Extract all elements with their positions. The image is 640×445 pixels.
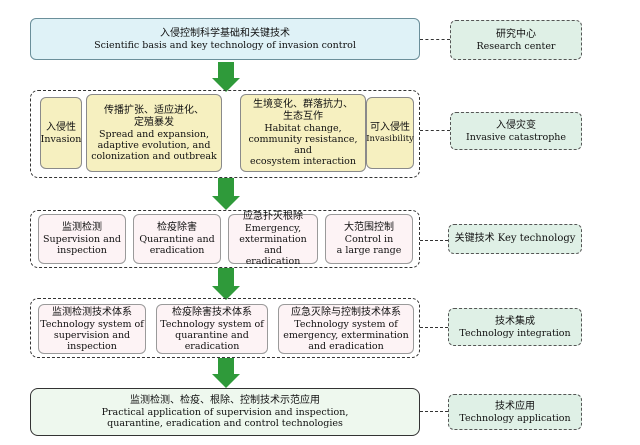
arrow-down-1 [212,62,240,92]
arrow-down-4 [212,358,240,388]
connector-keytech [420,240,448,241]
application-en-1: Practical application of supervision and… [101,407,349,418]
invasion-en: Invasion [40,133,82,145]
top-title-en: Scientific basis and key technology of i… [94,39,356,51]
side-catastrophe-zh: 入侵灾变 [496,119,536,131]
keytech-2-en-2: eradication [149,245,205,256]
keytech-1-en-2: inspection [57,245,107,256]
invasion-box: 入侵性 Invasion [40,97,82,169]
keytech-3-zh: 应急扑灭根除 [243,211,303,222]
integration-3-en-3: and eradication [308,340,384,352]
keytech-3-en-1: Emergency, [244,223,302,234]
integration-2-en-1: Technology system of [160,318,264,330]
habitat-zh-1: 生境变化、群落抗力、 [253,99,353,110]
integration-2-en-2: quarantine and [175,329,249,341]
habitat-zh-2: 生态互作 [283,111,323,122]
keytech-4-en-2: a large range [336,245,402,256]
integration-2-en-3: eradication [184,340,240,352]
keytech-2-zh: 检疫除害 [157,222,197,233]
side-application-en: Technology application [459,412,571,424]
side-research-en: Research center [476,40,556,52]
habitat-en-2: community resistance, and [248,134,358,156]
side-research-center: 研究中心 Research center [450,20,582,60]
invasion-zh: 入侵性 [46,121,76,133]
application-box: 监测检测、检疫、根除、控制技术示范应用 Practical applicatio… [30,388,420,436]
integration-1-zh: 监测检测技术体系 [52,306,132,318]
integration-3-en-2: emergency, extermination [283,329,409,341]
connector-application [420,411,448,412]
keytech-section [30,210,420,268]
application-zh: 监测检测、检疫、根除、控制技术示范应用 [130,395,320,406]
arrow-down-3 [212,268,240,300]
connector-research [420,39,450,40]
spread-zh-2: 定殖暴发 [134,116,174,128]
spread-en-2: adaptive evolution, and [97,139,211,151]
integration-box-1: 监测检测技术体系 Technology system of supervisio… [38,304,146,354]
integration-section [30,298,420,358]
invasion-section [30,90,420,178]
side-key-technology: 关键技术 Key technology [448,224,582,254]
top-title-zh: 入侵控制科学基础和关键技术 [160,27,290,39]
keytech-box-1: 监测检测 Supervision and inspection [38,214,126,264]
keytech-1-zh: 监测检测 [62,222,102,233]
integration-box-3: 应急灭除与控制技术体系 Technology system of emergen… [278,304,414,354]
side-technology-application: 技术应用 Technology application [448,394,582,430]
side-integration-en: Technology integration [459,327,571,339]
spread-box: 传播扩张、适应进化、 定殖暴发 Spread and expansion, ad… [86,94,222,172]
keytech-4-zh: 大范围控制 [344,222,394,233]
integration-1-en-1: Technology system of [40,318,144,330]
side-application-zh: 技术应用 [495,400,535,412]
integration-box-2: 检疫除害技术体系 Technology system of quarantine… [156,304,268,354]
habitat-box: 生境变化、群落抗力、 生态互作 Habitat change, communit… [240,94,366,172]
keytech-box-2: 检疫除害 Quarantine and eradication [133,214,221,264]
integration-3-zh: 应急灭除与控制技术体系 [291,306,401,318]
application-en-2: quarantine, eradication and control tech… [107,418,343,429]
integration-1-en-2: supervision and [53,329,131,341]
integration-1-en-3: inspection [67,340,117,352]
spread-en-3: colonization and outbreak [91,150,217,162]
invasibility-box: 可入侵性 Invasibility [366,97,414,169]
connector-catastrophe [420,130,450,131]
integration-2-zh: 检疫除害技术体系 [172,306,252,318]
keytech-4-en-1: Control in [344,234,394,245]
arrow-down-2 [212,178,240,210]
habitat-en-1: Habitat change, [264,123,342,134]
keytech-box-3: 应急扑灭根除 Emergency, extermination and erad… [228,211,318,267]
invasibility-en: Invasibility [366,133,414,144]
connector-integration [420,327,448,328]
side-research-zh: 研究中心 [496,28,536,40]
habitat-en-3: ecosystem interaction [249,156,357,167]
keytech-1-en-1: Supervision and [43,234,121,245]
keytech-3-en-2: extermination and [239,234,307,256]
side-catastrophe-en: Invasive catastrophe [465,131,567,143]
top-box: 入侵控制科学基础和关键技术 Scientific basis and key t… [30,18,420,60]
invasibility-zh: 可入侵性 [370,121,410,133]
spread-en-1: Spread and expansion, [98,128,209,140]
integration-3-en-1: Technology system of [294,318,398,330]
side-invasive-catastrophe: 入侵灾变 Invasive catastrophe [450,112,582,150]
keytech-3-en-3: eradication [245,256,301,267]
side-technology-integration: 技术集成 Technology integration [448,308,582,346]
side-integration-zh: 技术集成 [495,315,535,327]
side-keytech-label: 关键技术 Key technology [454,233,576,244]
keytech-box-4: 大范围控制 Control in a large range [325,214,413,264]
spread-zh-1: 传播扩张、适应进化、 [104,104,204,116]
keytech-2-en-1: Quarantine and [139,234,215,245]
